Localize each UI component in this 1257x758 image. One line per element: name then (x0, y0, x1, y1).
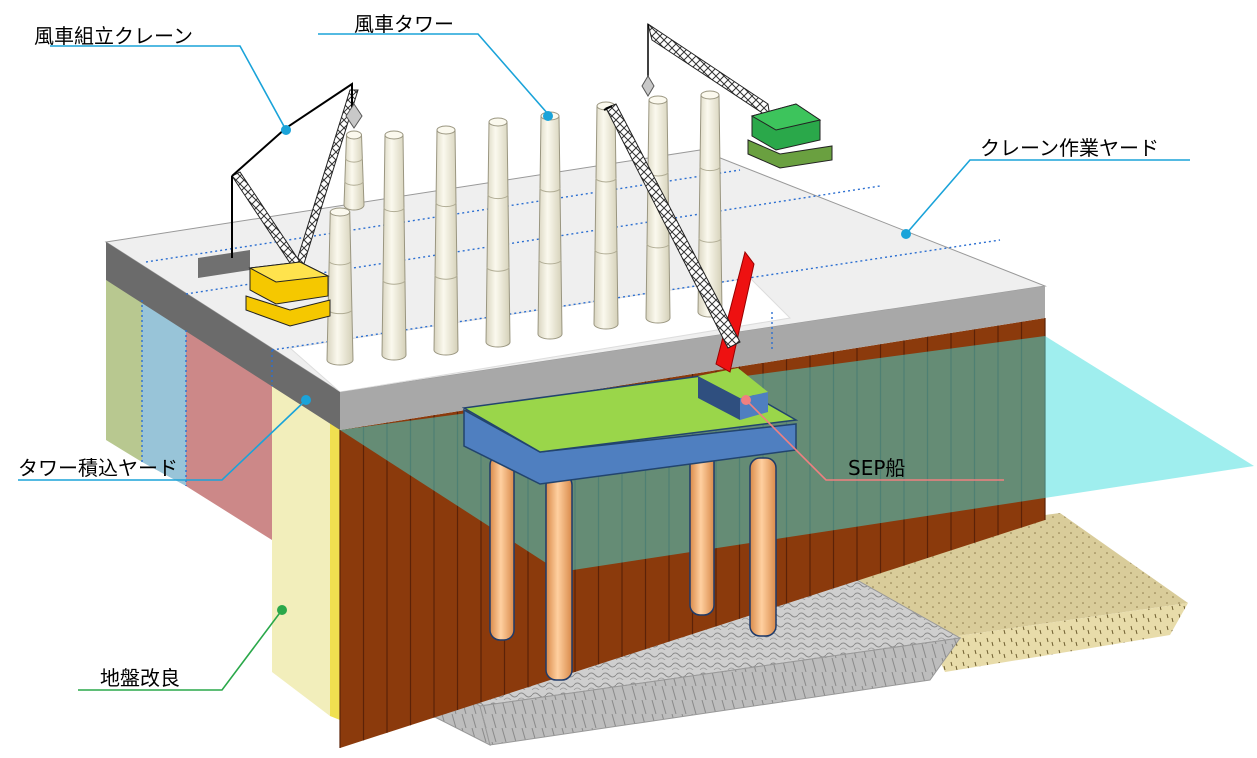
green-hook (641, 75, 655, 97)
green-crane-track (747, 139, 833, 169)
leader-lines (18, 33, 1190, 691)
yellow-crane-track (245, 295, 331, 327)
leader-dot (277, 605, 287, 615)
label-tower-loading-yard: タワー積込ヤード (18, 456, 178, 480)
wind-tower-section (645, 95, 671, 324)
wind-tower-section (593, 101, 619, 330)
ground-improvement-layers (106, 280, 340, 720)
sep-leg (545, 474, 573, 681)
label-ground-improvement: 地盤改良 (100, 666, 180, 690)
wind-tower-section (697, 90, 723, 318)
leader-ground-improvement (78, 609, 283, 691)
leader-wind-tower (318, 33, 549, 115)
yellow-crane-cab-top (248, 261, 330, 283)
leader-crane-yard (905, 159, 1190, 235)
sep-leg (689, 439, 715, 616)
sep-leg (489, 454, 515, 641)
soil-layer-blue (142, 300, 186, 486)
rubble-mound-side (479, 637, 962, 746)
leader-dot (901, 229, 911, 239)
deck-front-edge (340, 286, 1045, 430)
leader-crane-assembly (50, 45, 287, 131)
sep-deckhouse-top (698, 368, 768, 398)
wind-towers (326, 90, 723, 366)
soil-layer-yellow-edge (330, 422, 340, 720)
label-crane-yard: クレーン作業ヤード (980, 136, 1159, 160)
leader-dot (281, 125, 291, 135)
green-crane-cab-top (750, 103, 822, 131)
hook (345, 103, 363, 129)
soil-layer-green (106, 280, 142, 462)
sand-seabed-side (930, 603, 1188, 672)
wind-tower-section (537, 111, 563, 340)
wind-tower-section (381, 130, 407, 361)
label-wind-tower: 風車タワー (354, 12, 454, 36)
crawler-crane-green (641, 22, 833, 169)
leader-dot (741, 395, 751, 405)
soil-layer-red (186, 330, 272, 540)
label-sep-vessel: SEP船 (848, 456, 906, 480)
wind-tower-section (485, 117, 511, 348)
leader-dots (277, 111, 911, 615)
soil-layer-yellow (272, 386, 330, 716)
leader-sep (745, 399, 1004, 481)
sep-crane-boom (605, 103, 741, 349)
leader-tower-loading (18, 399, 307, 481)
sep-leg (749, 457, 777, 637)
sep-deckhouse-front (698, 376, 740, 420)
wind-tower-section (343, 130, 365, 211)
deck-left-edge (106, 242, 340, 430)
leader-dot (301, 395, 311, 405)
wind-tower-section (433, 125, 459, 356)
crawler-crane-yellow (198, 82, 363, 327)
wind-tower-section (326, 207, 354, 366)
counterweight-block (198, 250, 250, 278)
leader-dot (543, 111, 553, 121)
label-crane-assembly: 風車組立クレーン (34, 24, 193, 48)
